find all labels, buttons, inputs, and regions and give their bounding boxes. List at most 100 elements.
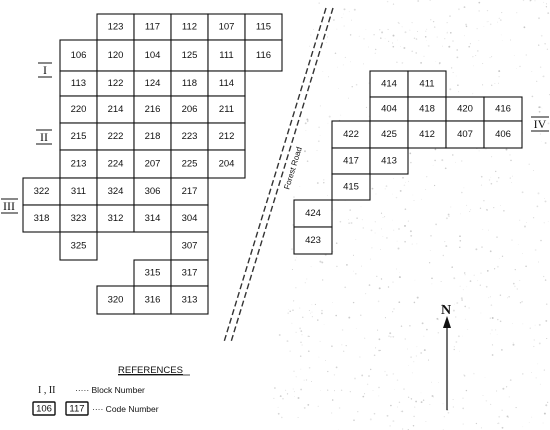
plot-cell-217 [170,177,209,206]
plot-code-415: 415 [343,182,359,193]
plot-cell-122 [96,70,135,97]
plot-cell-117 [133,13,172,41]
plot-code-407: 407 [457,129,473,140]
plot-cell-416 [483,96,523,122]
plot-code-317: 317 [182,268,198,279]
plot-cell-424 [293,199,333,228]
plot-code-111: 111 [219,50,233,61]
plot-code-322: 322 [34,186,50,197]
plot-cell-320 [96,285,135,315]
plot-cell-314 [133,204,172,233]
legend-block-example: I , II [38,385,56,396]
plot-code-314: 314 [145,213,161,224]
plot-cell-304 [170,204,209,233]
plot-code-204: 204 [219,159,235,170]
plot-code-313: 313 [182,295,198,306]
plot-cell-315 [133,259,172,287]
plot-code-423: 423 [305,235,321,246]
legend-code-example-2: 117 [69,404,84,415]
plot-code-223: 223 [182,131,198,142]
plot-code-212: 212 [219,131,235,142]
north-label: N [441,303,451,318]
plot-cell-413 [369,147,409,175]
plot-cell-106 [59,39,98,72]
plot-cell-112 [170,13,209,41]
plot-cell-204 [207,149,246,179]
plot-code-222: 222 [108,131,124,142]
plot-code-404: 404 [381,104,397,115]
plot-code-306: 306 [145,186,161,197]
plot-code-123: 123 [108,22,124,33]
plot-code-224: 224 [108,159,124,170]
plot-code-117: 117 [145,22,160,33]
plot-cell-412 [407,120,447,149]
plot-code-220: 220 [71,104,87,115]
plot-cell-114 [207,70,246,97]
plot-code-118: 118 [182,78,197,89]
block-label-III: III [3,199,15,213]
plot-cell-415 [331,173,371,201]
plot-cell-113 [59,70,98,97]
plot-code-320: 320 [108,295,124,306]
plot-code-311: 311 [71,186,86,197]
plot-code-125: 125 [182,50,198,61]
plot-code-213: 213 [71,159,87,170]
plot-cell-312 [96,204,135,233]
plot-code-114: 114 [219,78,234,89]
block-label-I: I [43,63,47,77]
plot-code-318: 318 [34,213,50,224]
plot-code-412: 412 [419,129,435,140]
plot-cell-406 [483,120,523,149]
plot-code-422: 422 [343,129,359,140]
forest-road [223,7,334,343]
plot-cell-123 [96,13,135,41]
plot-code-113: 113 [71,78,86,89]
plot-cell-316 [133,285,172,315]
plot-code-225: 225 [182,159,198,170]
plot-cell-124 [133,70,172,97]
plot-code-211: 211 [219,104,234,115]
plot-code-315: 315 [145,268,161,279]
plot-cell-313 [170,285,209,315]
plot-cell-418 [407,96,447,122]
plot-code-411: 411 [419,79,434,90]
plot-cell-116 [244,39,283,72]
legend-code-example-1: 106 [36,404,52,415]
plot-code-413: 413 [381,156,397,167]
plot-code-323: 323 [71,213,87,224]
plot-code-116: 116 [256,50,271,61]
plot-code-324: 324 [108,186,124,197]
plot-code-104: 104 [145,50,161,61]
plot-cell-420 [445,96,485,122]
plot-code-207: 207 [145,159,161,170]
road-label: Forest Road [282,146,303,191]
plot-cell-422 [331,120,371,149]
plot-code-420: 420 [457,104,473,115]
plot-cell-325 [59,231,98,261]
plot-code-106: 106 [71,50,87,61]
plot-code-417: 417 [343,156,359,167]
block-label-II: II [40,130,48,144]
plot-cell-218 [133,122,172,151]
plot-code-425: 425 [381,129,397,140]
plot-cell-407 [445,120,485,149]
plot-code-217: 217 [182,186,198,197]
plot-code-115: 115 [256,22,271,33]
plot-code-312: 312 [108,213,124,224]
plot-code-416: 416 [495,104,511,115]
block-label-IV: IV [534,117,547,131]
plot-cell-211 [207,95,246,124]
plot-code-418: 418 [419,104,435,115]
plot-code-120: 120 [108,50,124,61]
plot-code-307: 307 [182,241,198,252]
plot-cell-212 [207,122,246,151]
plot-cell-223 [170,122,209,151]
plot-code-206: 206 [182,104,198,115]
plot-cell-115 [244,13,283,41]
plot-code-316: 316 [145,295,161,306]
references-legend: REFERENCES I , II ····· Block Number 106… [32,365,190,416]
